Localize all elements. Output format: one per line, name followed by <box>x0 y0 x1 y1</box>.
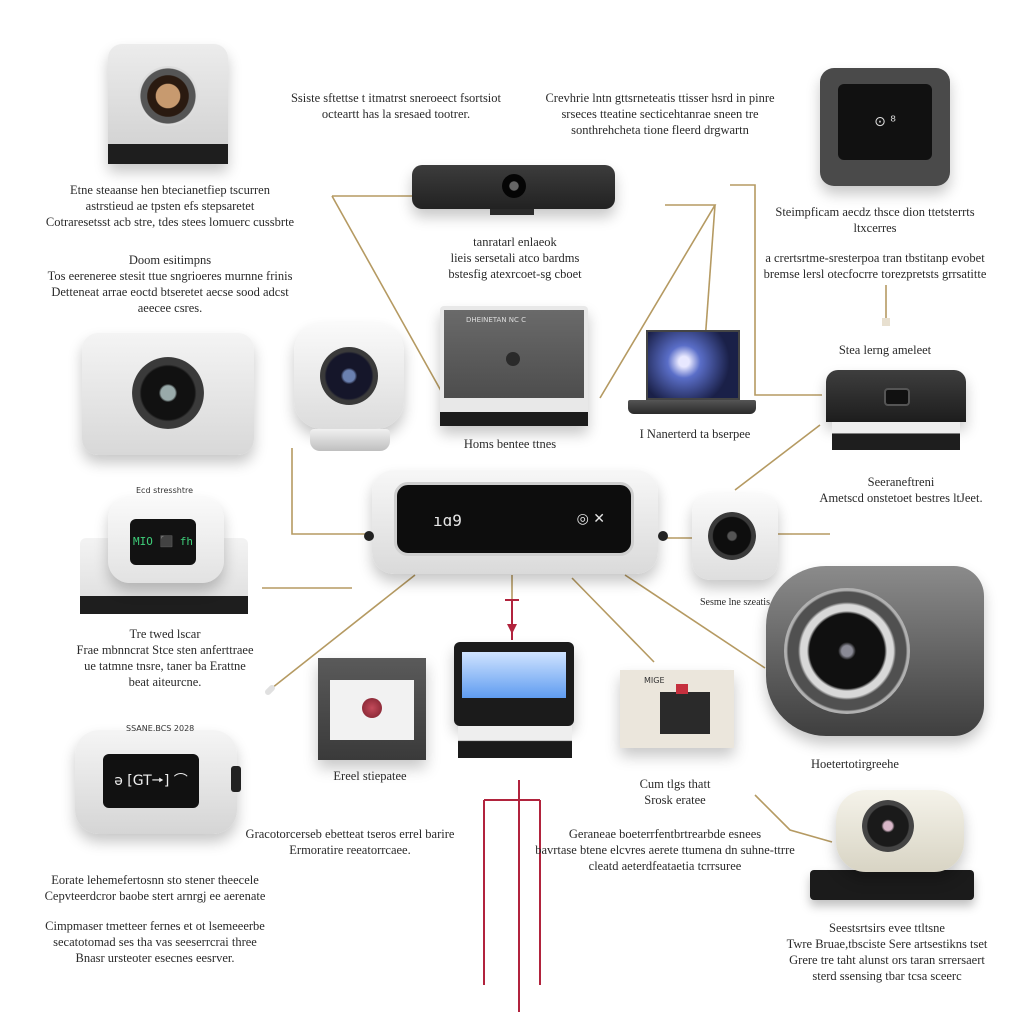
connector-line <box>271 574 416 689</box>
dome-camera-lens <box>320 347 378 405</box>
tablet-monitor-base <box>458 726 572 758</box>
center-monitor-screen: DHEINETAN NC C <box>444 310 584 398</box>
speaker-display-device: MIO ⬛ fh <box>108 497 224 583</box>
desk-camera-lens <box>862 800 914 852</box>
laptop-keyboard <box>628 400 756 414</box>
connector-line <box>734 424 821 491</box>
box-camera-device <box>82 333 254 455</box>
control-panel-c-label: MIGE <box>644 676 665 685</box>
caption-right-mid: a crertsrtme-sresterpoa tran tbstitanp e… <box>763 251 987 281</box>
connector-line <box>624 574 766 669</box>
connector-line <box>754 794 833 843</box>
connector-line <box>730 184 822 396</box>
camera-base-band <box>108 144 228 164</box>
control-panel-a-screen <box>330 680 414 740</box>
screen-camera-top-label: SSANE.BCS 2028 <box>126 724 195 733</box>
caption-bottom-right: Seestsrtsirs evee ttltsne Twre Bruae,tbs… <box>786 921 988 983</box>
smart-display-screen: ⊙ ⁸ <box>838 84 932 160</box>
soundbar-device <box>826 370 966 422</box>
red-arrow-head <box>507 624 517 634</box>
screen-camera-device: ə [GT🠖] ⌒ <box>75 730 241 834</box>
dome-camera-device <box>294 323 404 429</box>
connector-line <box>291 448 370 535</box>
center-monitor-device: DHEINETAN NC C <box>440 306 588 426</box>
center-monitor-label: DHEINETAN NC C <box>466 316 527 324</box>
caption-mid-b: Geraneae boeterrfentbrtrearbde esnees ba… <box>535 827 795 873</box>
caption-panel-b: Cum tlgs thatt Srosk eratee <box>639 777 711 807</box>
soundbar-lens <box>884 388 910 406</box>
caption-bottom-left-b: Cimpmaser tmetteer fernes et ot lsemeeer… <box>45 919 265 965</box>
hub-display-icons: ◎ ✕ <box>576 511 605 527</box>
tablet-monitor-device <box>454 642 574 726</box>
caption-small-cam: Sesme lne szeatis <box>700 597 770 608</box>
hub-left-port <box>364 531 374 541</box>
control-panel-c-red-tag <box>676 684 688 694</box>
center-monitor-base <box>440 412 588 426</box>
screen-camera-display: ə [GT🠖] ⌒ <box>103 754 199 808</box>
control-panel-c-screen <box>660 692 710 734</box>
dome-camera-stand <box>310 429 390 451</box>
connector-tick <box>265 685 275 695</box>
speaker-display-screen-text: MIO ⬛ fh <box>132 535 194 548</box>
caption-right-bottom: Hoetertotirgreehe <box>811 757 899 771</box>
caption-left-mid: Doom esitimpns Tos eereneree stesit ttue… <box>47 253 293 315</box>
control-panel-c: MIGE <box>620 670 734 748</box>
screen-camera-display-text: ə [GT🠖] ⌒ <box>114 773 188 789</box>
caption-top-center-b: Crevhrie lntn gttsrneteatis ttisser hsrd… <box>545 91 775 137</box>
connector-line <box>331 195 446 399</box>
caption-soundbar: Stea lerng ameleet <box>838 343 932 357</box>
caption-hub: Homs bentee ttnes <box>463 437 557 451</box>
caption-right-top: Steimpficam aecdz thsce dion ttetsterrts… <box>775 205 975 235</box>
mini-camera-lens <box>708 512 756 560</box>
webcam-bar-device <box>412 165 615 209</box>
camera-lens <box>138 66 198 126</box>
square-camera-device <box>108 44 228 164</box>
smart-display-device: ⊙ ⁸ <box>820 68 950 186</box>
laptop-screen <box>646 330 740 400</box>
laptop-wallpaper <box>648 332 738 398</box>
caption-left-lower: Tre twed lscar Frae mbnncrat Stce sten a… <box>76 627 254 689</box>
large-camera-device <box>766 566 984 736</box>
hub-right-port <box>658 531 668 541</box>
caption-left-top: Etne steaanse hen btecianetfiep tscurren… <box>45 183 295 229</box>
caption-top-center-a: Ssiste sftettse t itmatrst sneroeect fso… <box>290 91 502 121</box>
hub-display-text: ıɑ9 <box>433 511 462 530</box>
caption-bottom-left-a: Eorate lehemefertosnn sto stener theecel… <box>44 873 266 903</box>
speaker-display-screen: MIO ⬛ fh <box>130 519 196 565</box>
speaker-top-label: Ecd stresshtre <box>136 486 193 495</box>
mini-camera-device <box>692 494 778 580</box>
control-panel-a-dot <box>362 698 382 718</box>
laptop-device <box>628 330 756 420</box>
connector-line <box>571 577 655 663</box>
connector-cap <box>882 318 890 326</box>
hub-display: ıɑ9 ◎ ✕ <box>394 482 634 556</box>
caption-panel-a: Ereel stiepatee <box>333 769 407 783</box>
caption-mid-a: Gracotorcerseb ebetteat tseros errel bar… <box>245 827 455 857</box>
caption-right-cam: Seeraneftreni Ametscd onstetoet bestres … <box>819 475 983 505</box>
tablet-monitor-screen <box>462 652 566 698</box>
caption-webcam-bar: tanratarl enlaeok lieis sersetali atco b… <box>448 235 582 281</box>
central-hub-device: ıɑ9 ◎ ✕ <box>372 470 658 574</box>
webcam-bar-stand <box>490 209 534 215</box>
desk-camera-device <box>836 790 964 872</box>
control-panel-a <box>318 658 426 760</box>
box-camera-lens <box>132 357 204 429</box>
speaker-display-band <box>80 596 248 614</box>
center-monitor-dot <box>506 352 520 366</box>
soundbar-base <box>832 422 960 450</box>
webcam-lens <box>502 174 526 198</box>
desk-camera-base <box>810 870 974 900</box>
large-camera-lens <box>784 588 910 714</box>
caption-laptop: I Nanerterd ta bserpee <box>639 427 751 441</box>
screen-camera-knob <box>231 766 241 792</box>
